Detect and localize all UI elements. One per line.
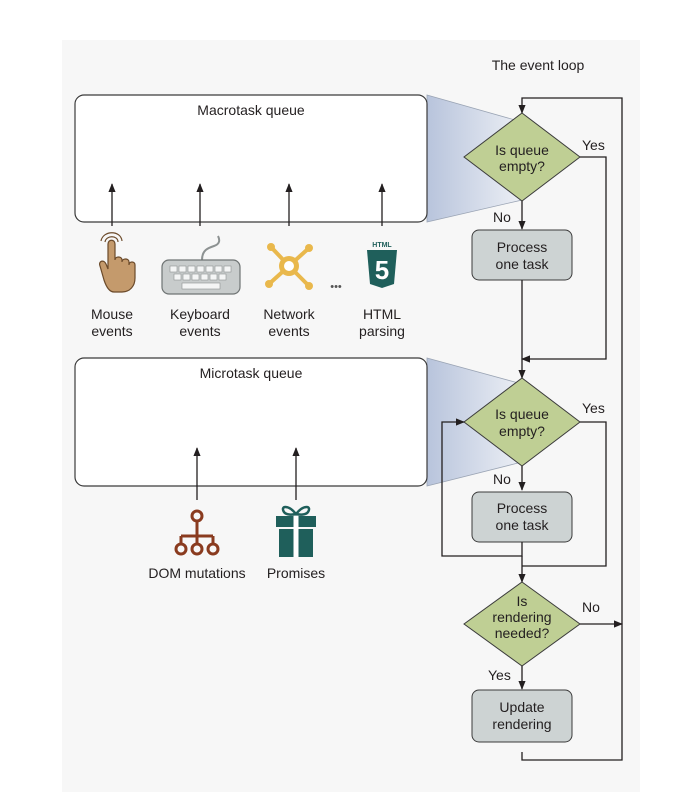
process-3-line-2: rendering <box>492 716 551 732</box>
microtask-queue-label: Microtask queue <box>200 365 303 381</box>
process-macrotask <box>471 229 573 281</box>
process-3-line-1: Update <box>499 699 544 715</box>
html-parsing-label-2: parsing <box>359 323 405 339</box>
loop-return-connector <box>518 97 623 761</box>
d2-yes-branch <box>522 421 607 567</box>
decision-3-line-2: rendering <box>492 609 551 625</box>
decision-2-line-2: empty? <box>499 423 545 439</box>
d2-yes-label: Yes <box>582 400 605 416</box>
html-parsing-label-1: HTML <box>363 306 401 322</box>
network-events-label-2: events <box>268 323 309 339</box>
process-2-line-1: Process <box>497 500 548 516</box>
d3-no-label: No <box>582 599 600 615</box>
mouse-hand-icon <box>99 232 136 293</box>
dom-tree-icon <box>174 509 220 556</box>
html5-icon: HTML 5 <box>367 242 397 288</box>
decision-3-line-1: Is <box>517 593 528 609</box>
keyboard-events-label-2: events <box>179 323 220 339</box>
html5-digit: 5 <box>375 255 389 285</box>
gift-icon <box>276 505 316 557</box>
decision-1-line-2: empty? <box>499 158 545 174</box>
keyboard-events-label-1: Keyboard <box>170 306 230 322</box>
p2-loop-back <box>441 418 523 557</box>
network-events-label-1: Network <box>263 306 315 322</box>
process-2-line-2: one task <box>496 517 550 533</box>
d1-yes-branch <box>521 156 607 363</box>
more-sources-ellipsis: ••• <box>330 281 342 293</box>
html5-badge-text: HTML <box>372 242 392 249</box>
diagram-title: The event loop <box>492 57 585 73</box>
mouse-events-label-1: Mouse <box>91 306 133 322</box>
d2-no-label: No <box>493 471 511 487</box>
decision-3-line-3: needed? <box>495 625 550 641</box>
mouse-events-label-2: events <box>91 323 132 339</box>
d3-yes-label: Yes <box>488 667 511 683</box>
process-update-rendering <box>471 689 573 743</box>
decision-2-line-1: Is queue <box>495 406 549 422</box>
microtask-queue-box <box>74 357 428 487</box>
keyboard-icon <box>161 235 241 295</box>
d1-no-label: No <box>493 209 511 225</box>
promises-label: Promises <box>267 565 325 581</box>
process-1-line-2: one task <box>496 256 550 272</box>
process-1-line-1: Process <box>497 239 548 255</box>
d1-yes-label: Yes <box>582 137 605 153</box>
macrotask-queue-label: Macrotask queue <box>197 102 305 118</box>
macrotask-queue-box <box>74 94 428 223</box>
dom-mutations-label: DOM mutations <box>148 565 245 581</box>
decision-1-line-1: Is queue <box>495 142 549 158</box>
network-icon <box>265 243 313 290</box>
